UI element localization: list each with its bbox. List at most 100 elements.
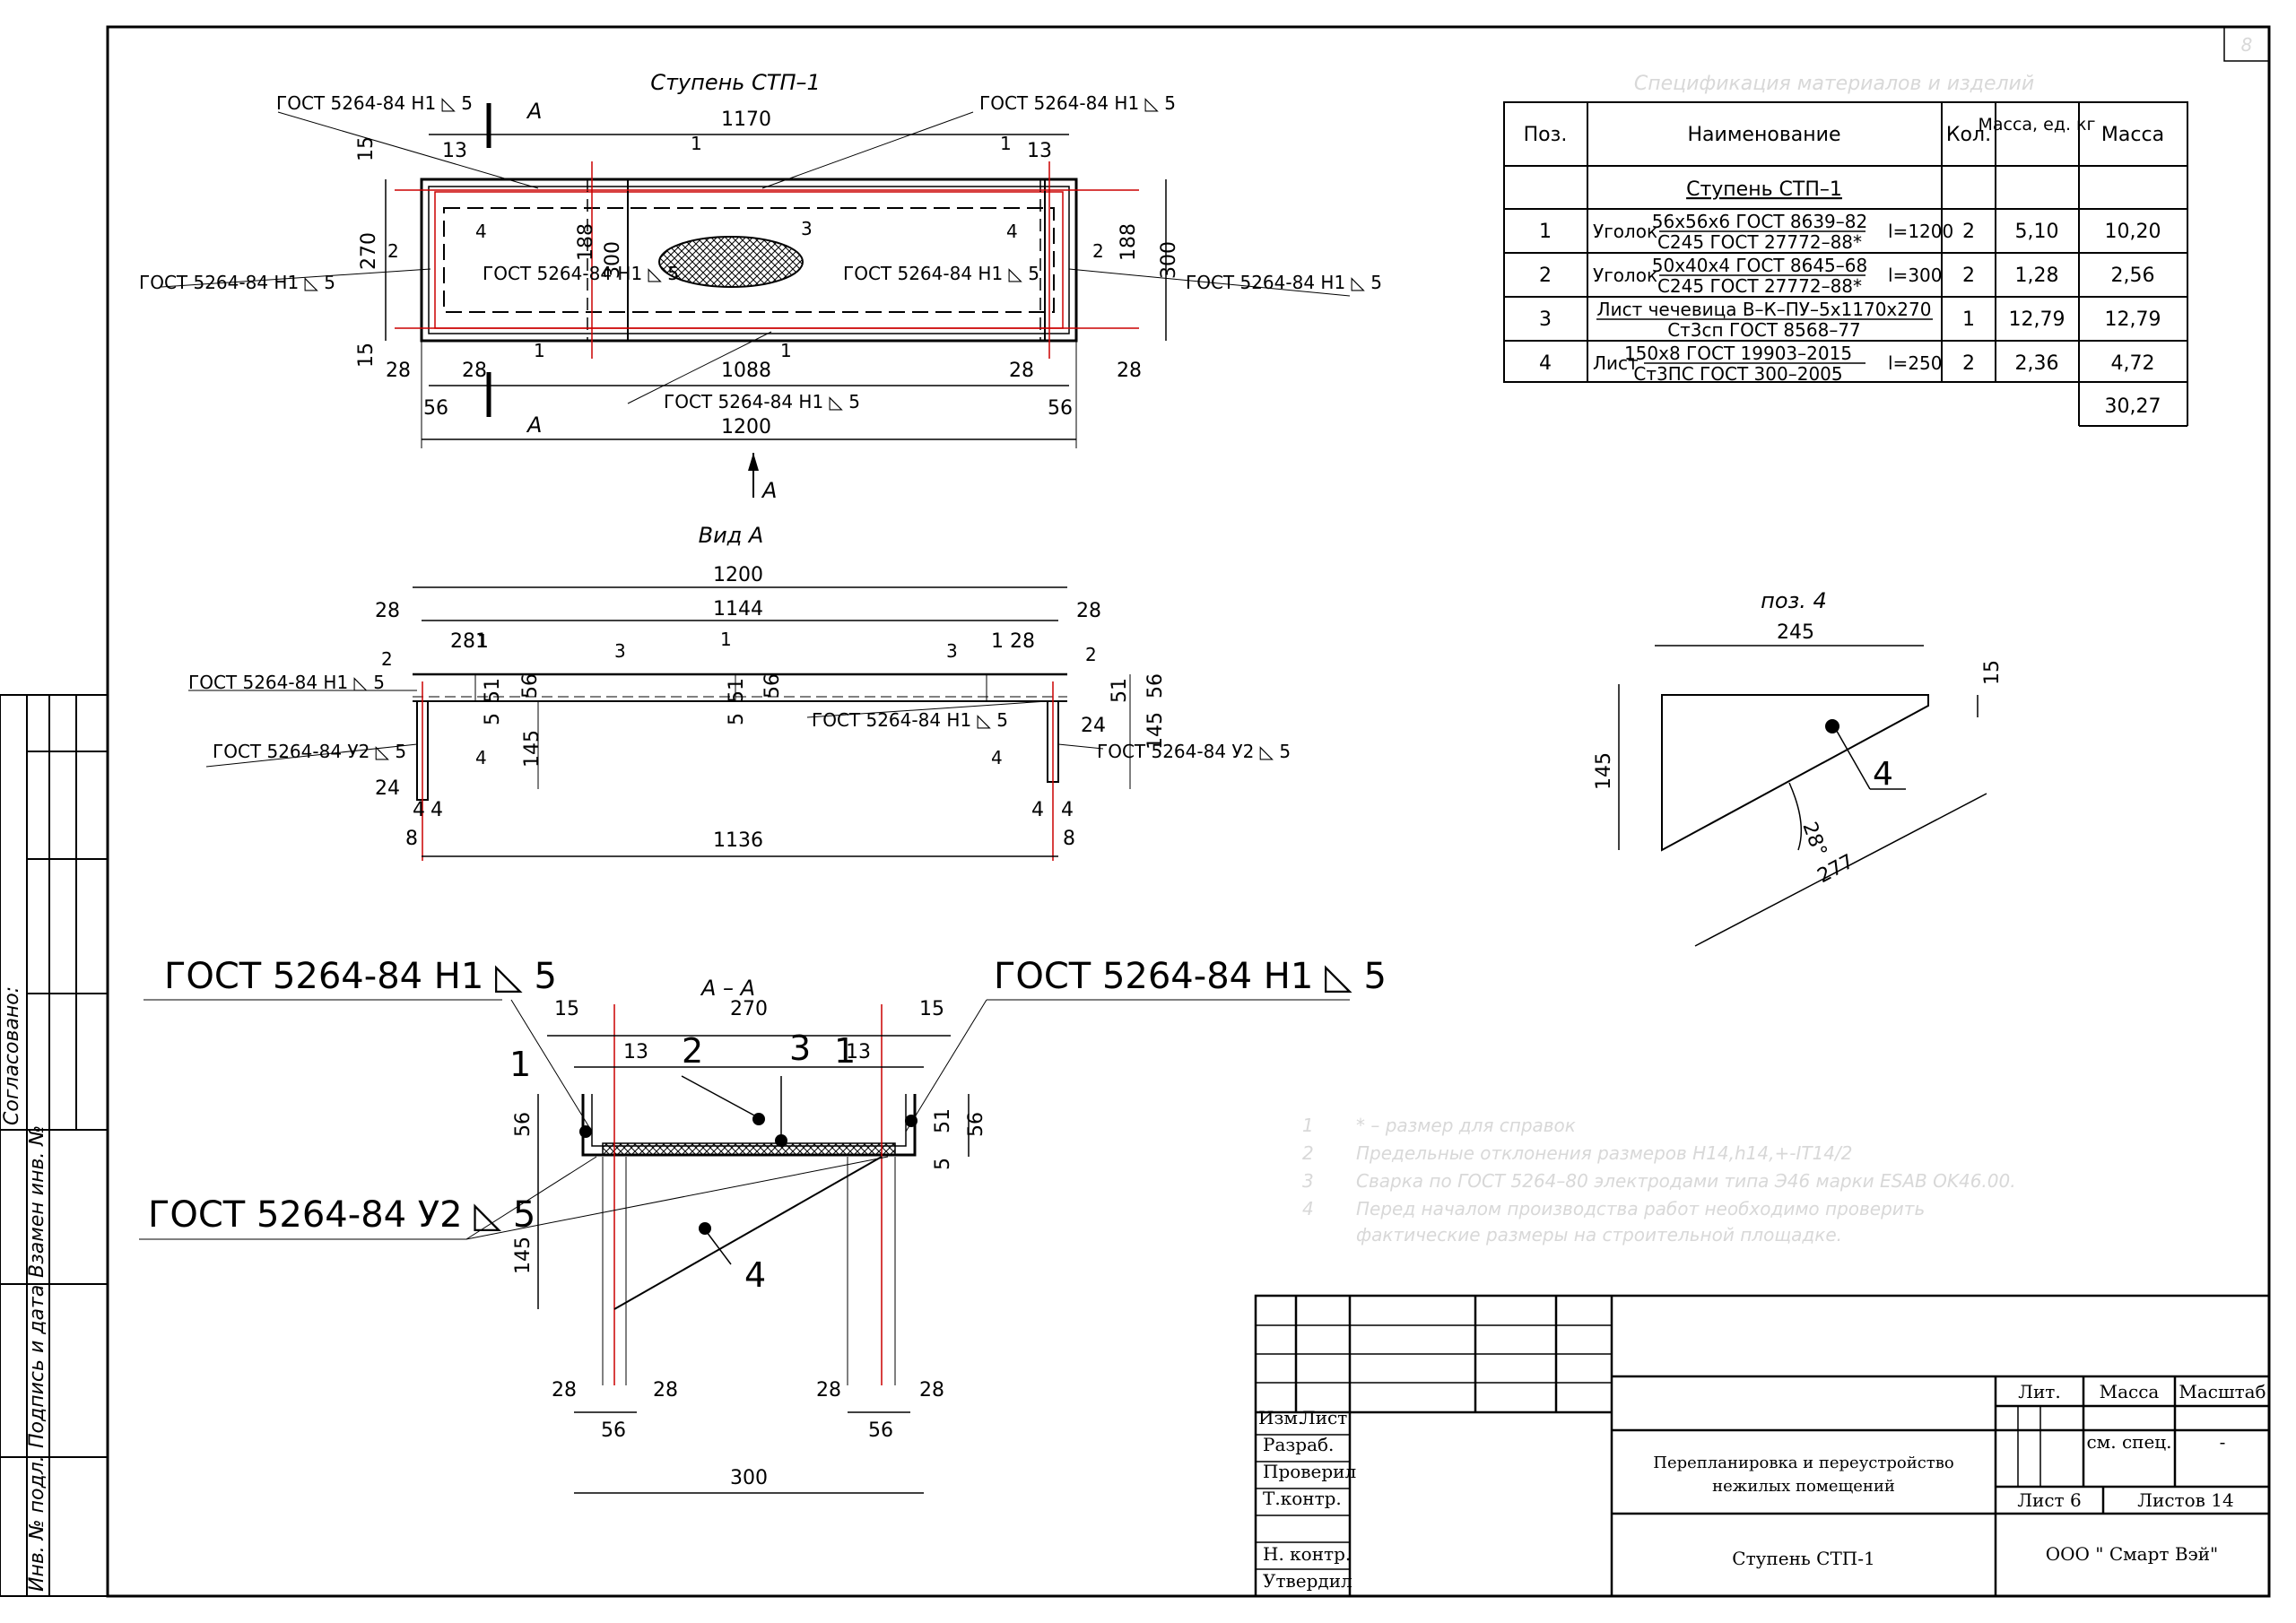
note-num-4: 4 [1302,1198,1314,1219]
sec-dim-28-d: 28 [919,1379,944,1402]
spec-row-4: 4 Лист 150х8 ГОСТ 19903–2015 Ст3ПС ГОСТ … [1539,343,2154,385]
va-dim-128: 1 28 [991,630,1035,653]
dim-188-left: 188 [575,223,597,261]
dim-56-b: 56 [1048,397,1073,420]
spec-row-1: 1 Уголок 56х56х6 ГОСТ 8639–82 С245 ГОСТ … [1539,211,2161,253]
sec-dim-56-b2: 56 [868,1419,893,1442]
spec-row-4-bottom: Ст3ПС ГОСТ 300–2005 [1633,363,1842,385]
section-title: А – А [700,976,755,1001]
dim-28-b: 28 [462,360,487,382]
pos-mark-4a: 4 [475,221,487,242]
tb-drawing: Ступень СТП-1 [1732,1548,1874,1569]
spec-row-1-bottom: С245 ГОСТ 27772–88* [1657,231,1862,253]
weld-label-plan-6: ГОСТ 5264-84 Н1 ◺ 5 [1186,272,1382,293]
spec-header-qty: Кол. [1946,124,1991,146]
spec-row-4-qty: 2 [1962,352,1975,375]
spec-row-2-unit: 1,28 [2015,265,2059,287]
sec-dim-270: 270 [730,998,768,1020]
va-dim-281: 281 [450,630,488,653]
dim-15-a: 15 [355,136,378,161]
section-position-marks: 1 1 2 3 4 [509,1028,856,1295]
dim-300-right: 300 [1158,241,1180,279]
va-dim-56-c: 56 [1144,673,1167,699]
pos4-pos-mark: 4 [1873,756,1893,793]
sec-dim-56-r: 56 [965,1112,987,1137]
spec-row-3-mass: 12,79 [2105,308,2161,331]
view-arrow-icon [748,453,759,471]
spec-row-2-name: Уголок [1593,265,1657,286]
tb-sheet: Лист 6 [2017,1489,2081,1511]
spec-row-1-pos: 1 [1539,221,1552,243]
spec-row-3: 3 Лист чечевица В–К–ПУ–5х1170х270 Ст3сп … [1539,299,2161,341]
section-weld-dots [579,1113,918,1235]
note-3: Сварка по ГОСТ 5264–80 электродами типа … [1356,1170,2016,1192]
weld-label-va-2: ГОСТ 5264-84 У2 ◺ 5 [213,741,406,762]
weld-label-va-3: ГОСТ 5264-84 Н1 ◺ 5 [812,709,1008,731]
spec-row-4-top: 150х8 ГОСТ 19903–2015 [1624,343,1852,364]
spec-row-2-qty: 2 [1962,265,1975,287]
va-dim-8-l: 8 [405,828,418,850]
pos-mark-3: 3 [801,218,813,239]
plan-view [161,103,1351,498]
weld-label-va-4: ГОСТ 5264-84 У2 ◺ 5 [1097,741,1291,762]
section-mark-bottom: А [526,412,542,438]
spec-row-4-unit: 2,36 [2015,352,2059,375]
side-stamp-agreed: Согласовано: [1,986,23,1125]
tb-company: ООО " Смарт Вэй" [2046,1543,2219,1565]
spec-row-1-qty: 2 [1962,221,1975,243]
pos-mark-4b: 4 [1006,221,1018,242]
note-num-2: 2 [1302,1142,1314,1164]
section-weld-labels: ГОСТ 5264-84 Н1 ◺ 5 ГОСТ 5264-84 Н1 ◺ 5 … [148,956,1387,1236]
tb-scale-val: - [2220,1431,2226,1453]
section-mark-top: А [526,99,542,124]
spec-row-2: 2 Уголок 50х40х4 ГОСТ 8645–68 С245 ГОСТ … [1539,255,2154,297]
dim-300-left: 300 [602,241,624,279]
tb-massa: Масса [2100,1381,2160,1402]
notes: 1 2 3 4 * – размер для справок Предельны… [1302,1115,2016,1245]
pos-mark-2b: 2 [1092,240,1104,262]
tb-role-5: Н. контр. [1263,1543,1351,1565]
sec-pos-1a: 1 [509,1045,531,1084]
va-pos-4b: 4 [991,747,1003,768]
pos4-dim-15: 15 [1981,660,2004,685]
plan-position-marks: 1 1 1 1 2 2 3 4 4 [387,133,1104,361]
dim-13-b: 13 [1027,140,1052,162]
va-pos-2b: 2 [1085,644,1097,665]
tb-sheets: Листов 14 [2137,1489,2233,1511]
weld-label-sec-3: ГОСТ 5264-84 У2 ◺ 5 [148,1194,535,1236]
sec-dim-51: 51 [932,1108,954,1133]
title-block-text: Изм. Лист Разраб. Проверил Т.контр. Н. к… [1258,1381,2266,1592]
view-a [188,586,1131,861]
va-dim-4-a: 4 [413,799,425,821]
pos4-title: поз. 4 [1761,588,1827,613]
va-dim-8-r: 8 [1063,828,1075,850]
sec-dim-145: 145 [512,1237,535,1274]
plan-dim-labels: 1170 1088 1200 270 300 188 300 188 28 28… [355,108,1180,438]
va-dim-51-c: 51 [1109,678,1131,703]
sec-pos-2: 2 [682,1031,703,1071]
spec-row-3-qty: 1 [1962,308,1975,331]
side-stamp [0,694,109,1597]
dim-28-a: 28 [386,360,411,382]
section-view [139,999,1350,1494]
pos-mark-1a: 1 [691,133,702,154]
dim-1200: 1200 [721,416,771,438]
tb-project-line-1: Перепланировка и переустройство [1653,1454,1953,1472]
sec-dim-15-r: 15 [919,998,944,1020]
dim-188-right: 188 [1118,223,1140,261]
va-dim-56-a: 56 [519,673,542,699]
note-2: Предельные отклонения размеров H14,h14,+… [1356,1142,1853,1164]
sec-dim-28-a: 28 [552,1379,577,1402]
spec-row-2-mass: 2,56 [2111,265,2155,287]
va-pos-2a: 2 [381,648,393,670]
dim-1170: 1170 [721,108,771,131]
tb-role-2: Проверил [1263,1461,1356,1482]
tb-role-1: Разраб. [1263,1434,1334,1455]
spec-headers: Поз. Наименование Кол. Масса, ед. кг Мас… [1524,115,2164,201]
note-4: Перед началом производства работ необход… [1356,1198,1925,1219]
pos4-dim-245: 245 [1777,621,1814,644]
sec-dim-15-l: 15 [554,998,579,1020]
spec-row-4-pos: 4 [1539,352,1552,375]
va-pos-3b: 3 [946,640,958,662]
